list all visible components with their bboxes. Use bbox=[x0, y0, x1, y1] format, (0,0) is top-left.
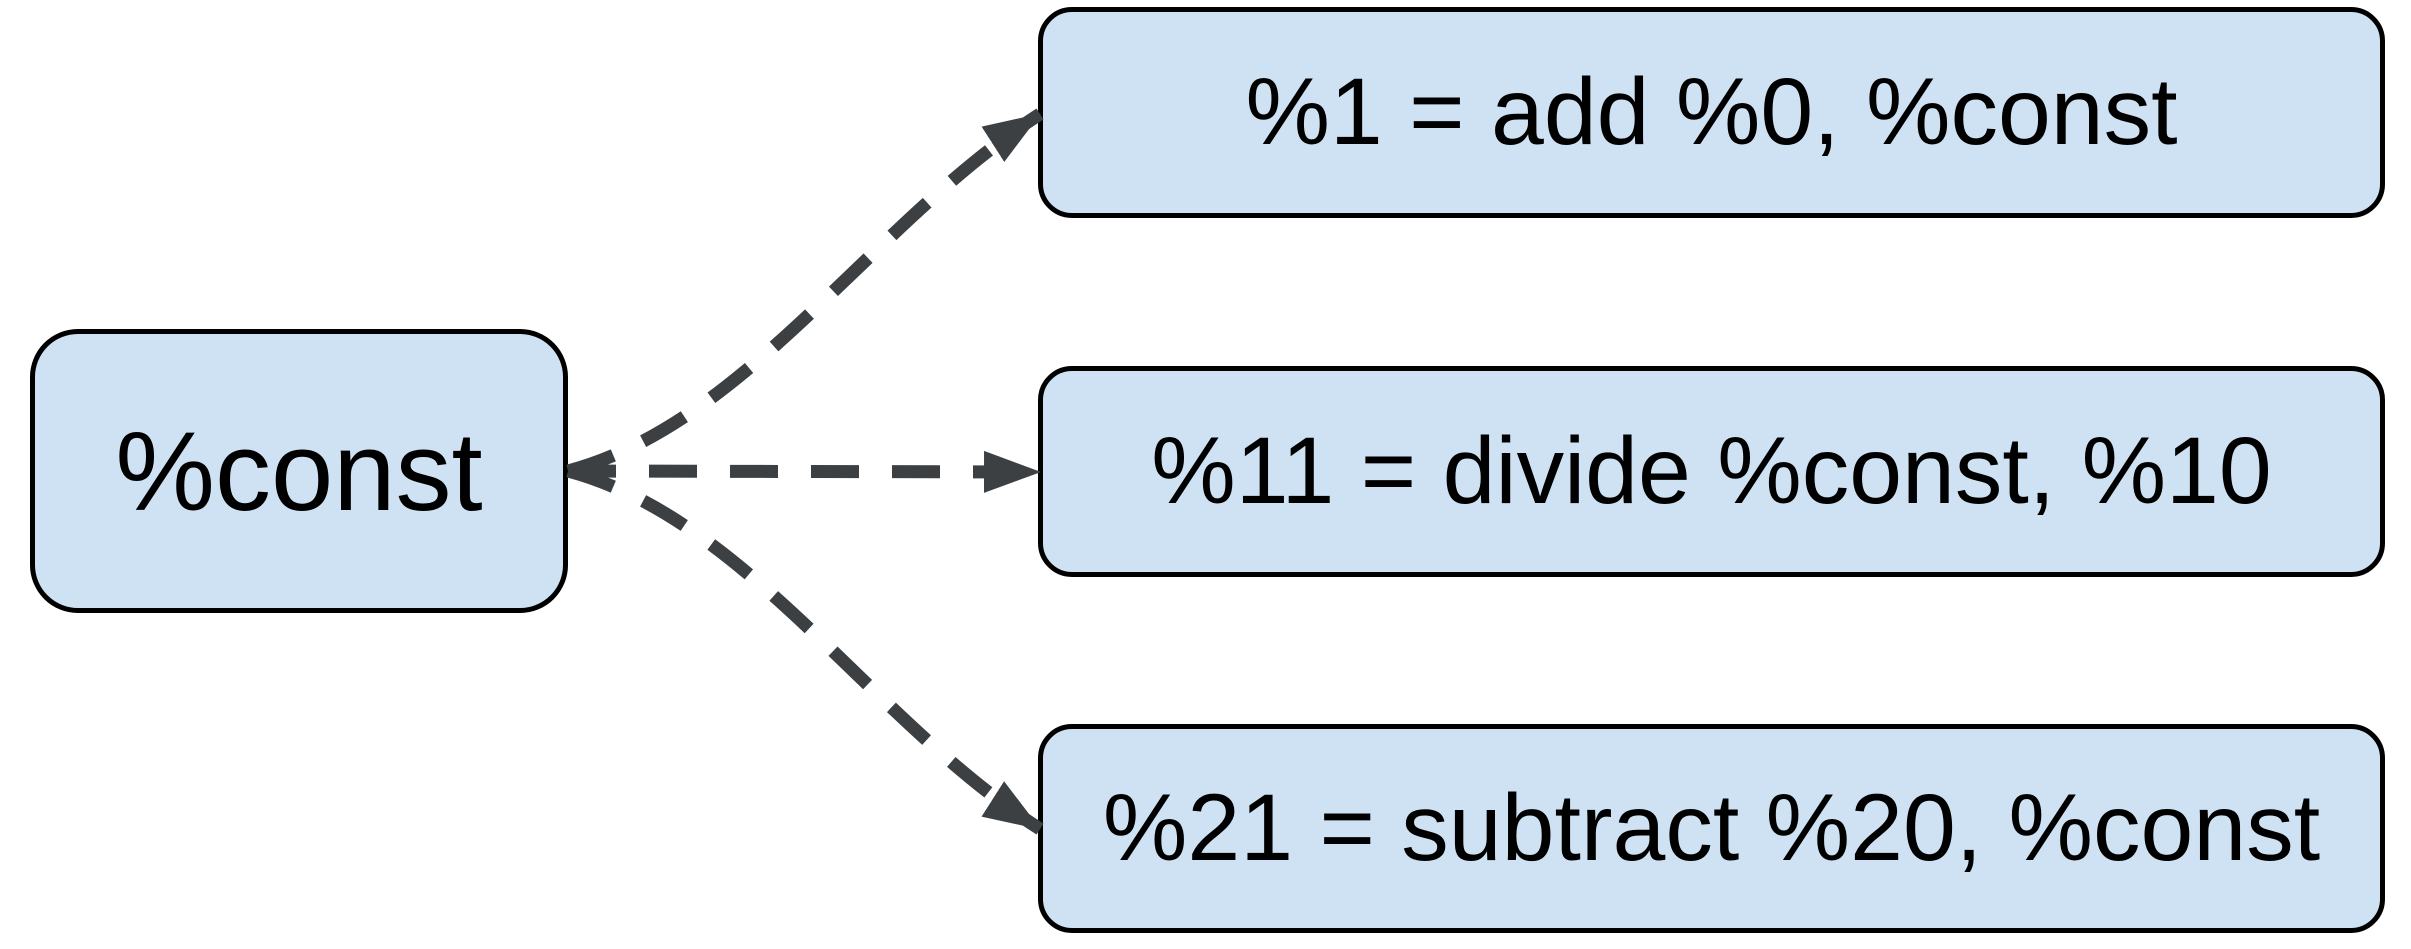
node-const-label: %const bbox=[115, 408, 483, 534]
node-divide: %11 = divide %const, %10 bbox=[1038, 366, 2385, 577]
node-divide-label: %11 = divide %const, %10 bbox=[1151, 418, 2272, 524]
node-const: %const bbox=[30, 329, 568, 613]
edge-const-to-subtract bbox=[566, 464, 1044, 835]
node-subtract-label: %21 = subtract %20, %const bbox=[1102, 775, 2321, 881]
node-add-label: %1 = add %0, %const bbox=[1245, 59, 2178, 165]
edge-const-to-divide bbox=[567, 450, 1041, 493]
node-add: %1 = add %0, %const bbox=[1038, 7, 2385, 218]
edge-const-to-add bbox=[566, 108, 1044, 478]
node-subtract: %21 = subtract %20, %const bbox=[1038, 724, 2385, 933]
